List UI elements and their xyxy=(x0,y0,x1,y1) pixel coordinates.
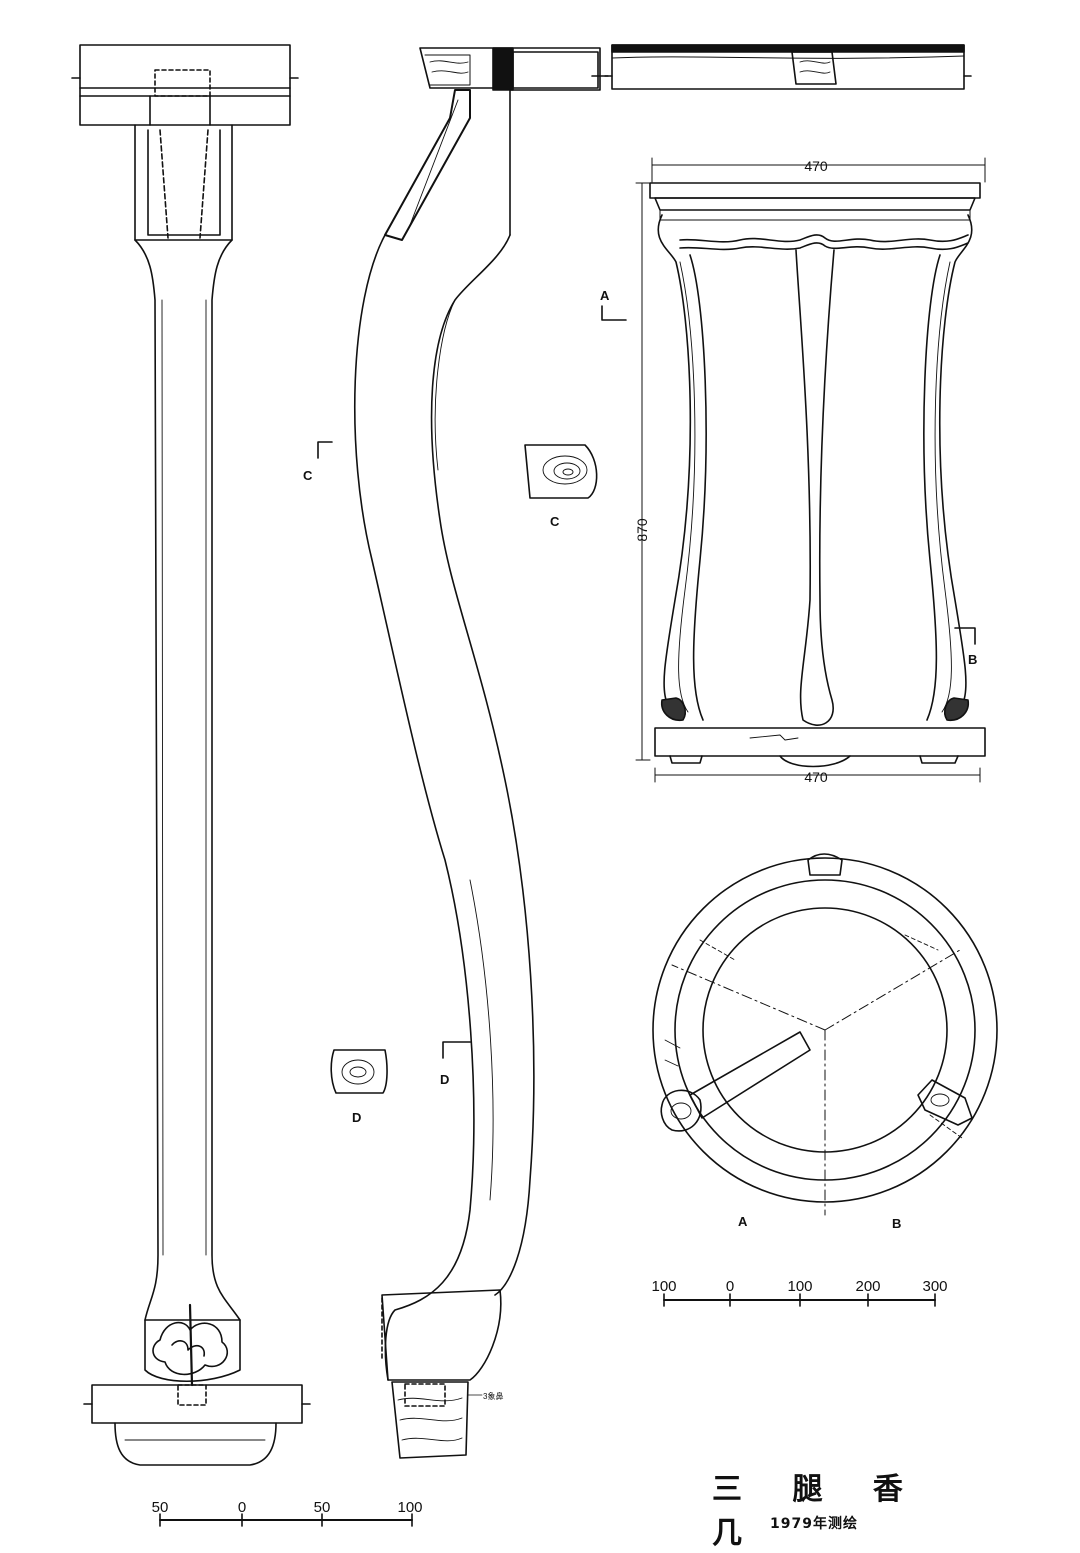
section-label-b: B xyxy=(968,652,977,667)
scale-right-tick-2: 100 xyxy=(787,1278,812,1295)
scale-left-tick-2: 50 xyxy=(314,1499,331,1516)
drawing-title: 三 腿 香 几 xyxy=(712,1472,923,1551)
scale-right-tick-4: 300 xyxy=(922,1278,947,1295)
cross-section-d xyxy=(330,1049,388,1094)
scale-left-tick-1: 0 xyxy=(238,1499,246,1516)
dim-height: 870 xyxy=(634,518,650,542)
scale-left-tick-0: 50 xyxy=(152,1499,169,1516)
section-label-a: A xyxy=(600,288,610,303)
scale-bar-left xyxy=(159,1513,413,1527)
scale-right-tick-0: 100 xyxy=(651,1278,676,1295)
section-label-d: D xyxy=(352,1110,361,1125)
plan-label-b: B xyxy=(892,1216,901,1231)
section-label-d-marker: D xyxy=(440,1072,449,1087)
cross-section-c xyxy=(524,444,598,499)
scale-right-tick-3: 200 xyxy=(855,1278,880,1295)
top-rail-section xyxy=(604,44,972,90)
stand-plan-view xyxy=(652,853,998,1216)
scale-bar-right xyxy=(663,1293,936,1307)
dim-top-width: 470 xyxy=(804,158,828,174)
section-label-c-marker: C xyxy=(303,468,313,483)
leg-front-elevation xyxy=(71,44,311,1466)
section-markers xyxy=(317,305,976,1059)
scale-right-tick-1: 0 xyxy=(726,1278,734,1295)
leg-side-elevation xyxy=(353,47,609,1459)
plan-label-a: A xyxy=(738,1214,748,1229)
joint-note: 3象鼻 xyxy=(483,1391,503,1401)
dim-bottom-width: 470 xyxy=(804,769,828,785)
stand-front-elevation xyxy=(635,157,986,783)
drawing-subtitle: 1979年测绘 xyxy=(770,1516,858,1532)
scale-left-tick-3: 100 xyxy=(397,1499,422,1516)
section-label-c: C xyxy=(550,514,560,529)
